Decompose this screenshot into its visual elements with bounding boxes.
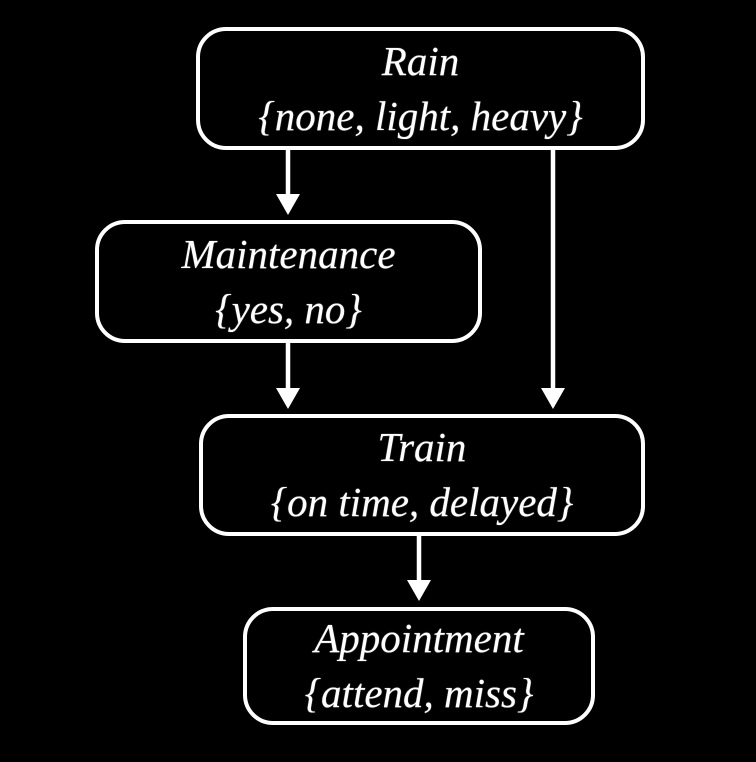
arrowhead-icon [276, 388, 300, 409]
edge-rain-train [541, 150, 565, 409]
node-appointment: Appointment {attend, miss} [243, 607, 595, 725]
node-rain: Rain {none, light, heavy} [196, 27, 645, 150]
node-train: Train {on time, delayed} [199, 414, 645, 536]
edge-train-appointment [407, 536, 431, 601]
edge-rain-maintenance [276, 150, 300, 215]
edge-maintenance-train [276, 343, 300, 409]
node-maintenance: Maintenance {yes, no} [95, 220, 482, 343]
node-label: Rain [381, 37, 460, 84]
arrowhead-icon [276, 194, 300, 215]
node-label: Appointment [314, 615, 524, 661]
node-values: {yes, no} [215, 285, 362, 332]
node-label: Maintenance [181, 230, 396, 277]
node-values: {none, light, heavy} [258, 92, 583, 139]
node-values: {on time, delayed} [270, 479, 574, 525]
arrowhead-icon [407, 580, 431, 601]
arrowhead-icon [541, 388, 565, 409]
node-label: Train [377, 424, 467, 470]
node-values: {attend, miss} [304, 670, 534, 716]
